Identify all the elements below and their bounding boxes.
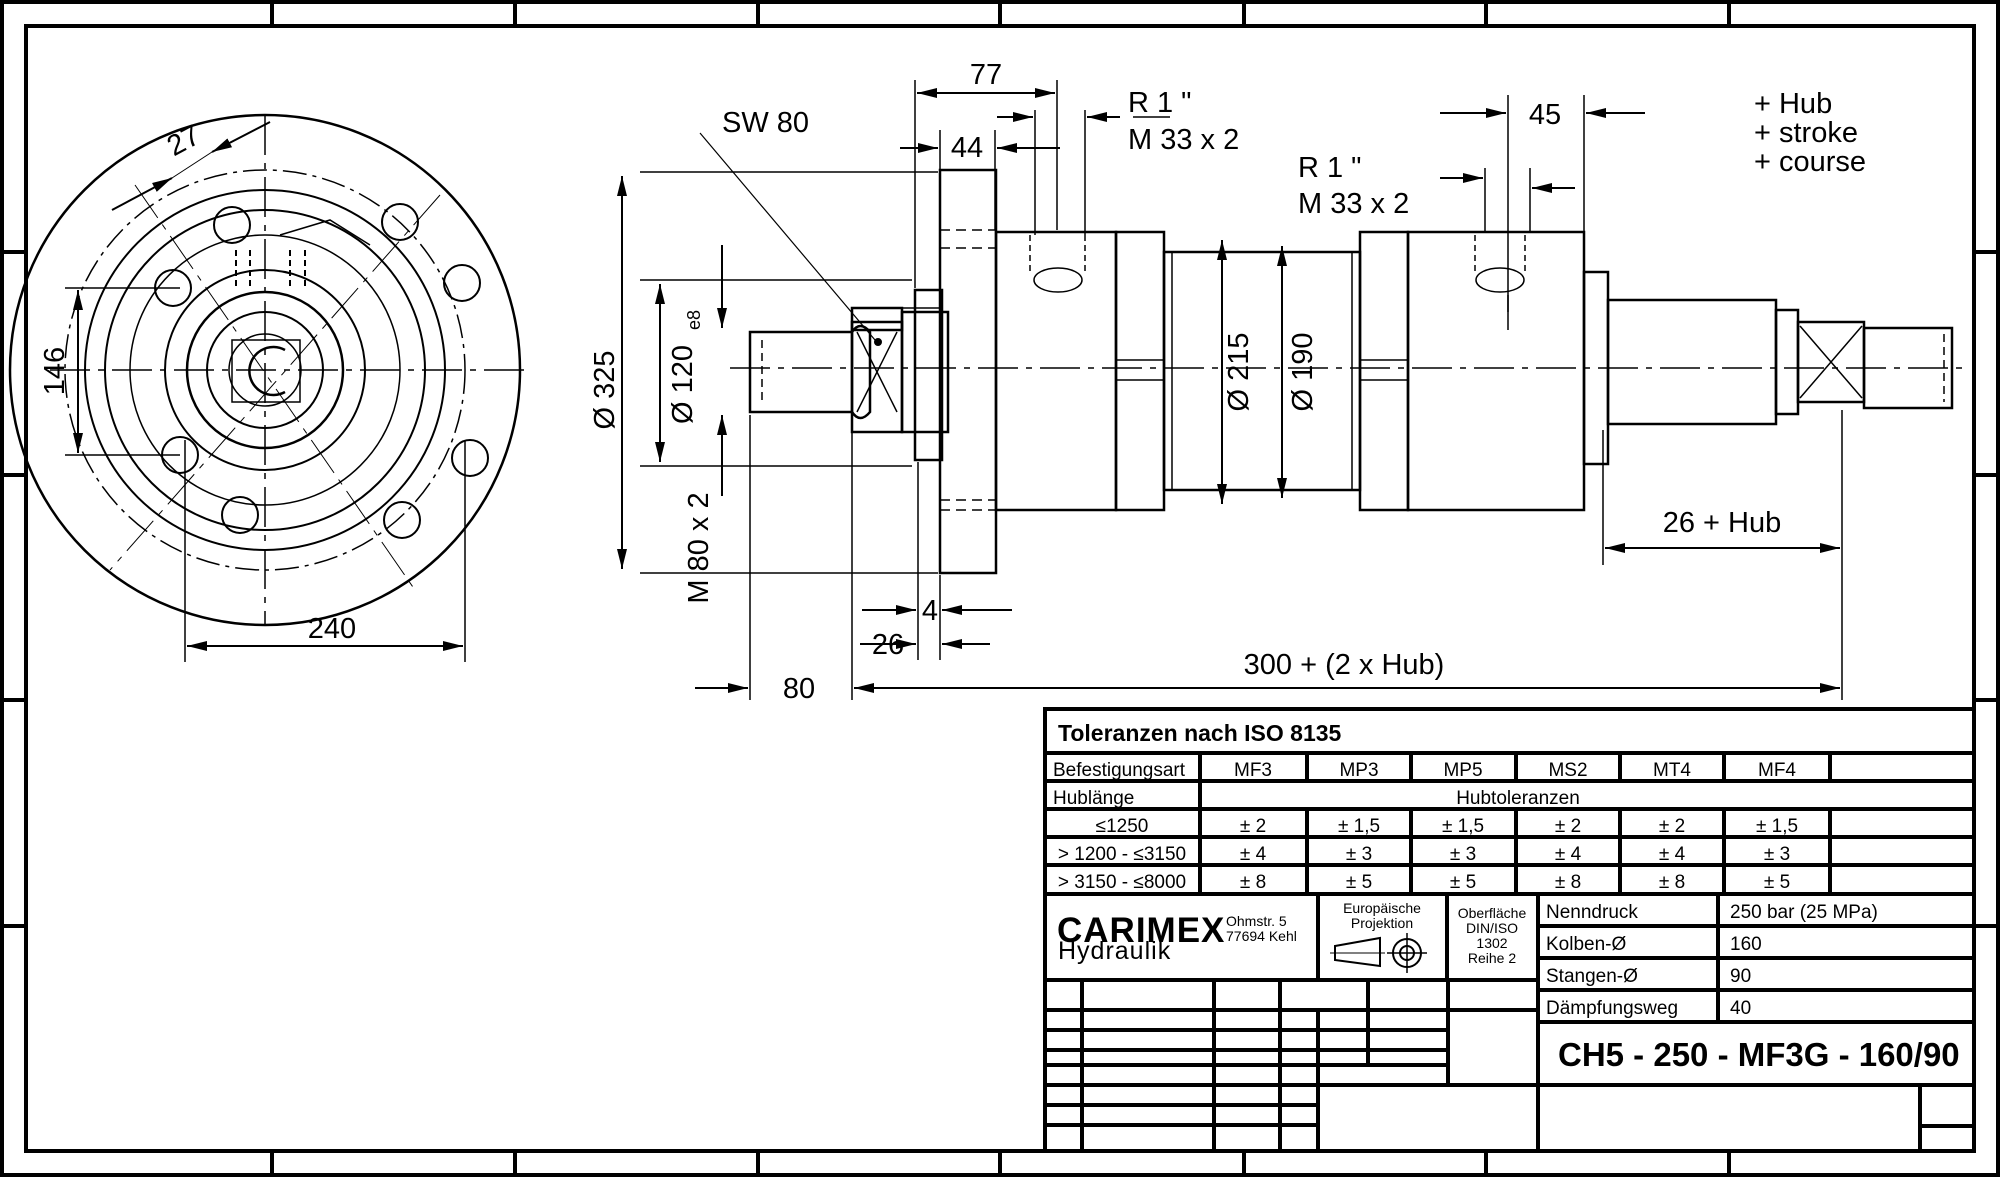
- spec-row: Stangen-Ø 90: [1546, 966, 1751, 987]
- dia-120-tolerance: e8: [684, 310, 704, 330]
- surface-line4: Reihe 2: [1468, 950, 1516, 966]
- tol-cell: ± 4: [1240, 844, 1267, 865]
- tol-cell: ± 5: [1764, 872, 1790, 893]
- title-block-text: Toleranzen nach ISO 8135 Befestigungsart…: [1053, 720, 1960, 1073]
- port-left-line1: R 1 ": [1128, 87, 1191, 119]
- side-view-labels: SW 80 77 44 R 1 " M 33 x 2 R 1 " M 33 x …: [589, 59, 1866, 705]
- mount-type: MF3: [1234, 760, 1272, 781]
- surface-line3: 1302: [1476, 935, 1507, 951]
- spec-label: Dämpfungsweg: [1546, 998, 1678, 1019]
- range-cell: > 1200 - ≤3150: [1058, 844, 1186, 865]
- tol-cell: ± 3: [1450, 844, 1476, 865]
- tol-cell: ± 4: [1659, 844, 1686, 865]
- dim-26-label: 26: [872, 629, 904, 661]
- dia-325-label: Ø 325: [589, 351, 621, 430]
- spec-label: Kolben-Ø: [1546, 934, 1626, 955]
- spec-label: Stangen-Ø: [1546, 966, 1638, 987]
- spec-row: Nenndruck 250 bar (25 MPa): [1546, 902, 1878, 923]
- spec-row: Kolben-Ø 160: [1546, 934, 1762, 955]
- tol-cell: ± 1,5: [1442, 816, 1484, 837]
- side-view: [730, 168, 1970, 575]
- tol-cell: ± 8: [1555, 872, 1581, 893]
- part-code: CH5 - 250 - MF3G - 160/90: [1558, 1036, 1960, 1073]
- dia-215-label: Ø 215: [1223, 333, 1255, 412]
- dim-4-label: 4: [922, 595, 938, 627]
- title-block: [1043, 707, 1976, 1153]
- end-view: [8, 113, 530, 662]
- tol-cell: ± 1,5: [1338, 816, 1380, 837]
- mount-type: MS2: [1548, 760, 1587, 781]
- dim-146-label: 146: [39, 347, 71, 395]
- dim-45-label: 45: [1529, 99, 1561, 131]
- thread-label: M 80 x 2: [683, 492, 715, 603]
- tol-cell: ± 2: [1240, 816, 1266, 837]
- dim-300-label: 300 + (2 x Hub): [1244, 649, 1445, 681]
- spec-value: 40: [1730, 998, 1751, 1019]
- port-right-line1: R 1 ": [1298, 152, 1361, 184]
- dim-27-label: 27: [162, 119, 206, 162]
- tol-cell: ± 5: [1346, 872, 1372, 893]
- tol-cell: ± 2: [1555, 816, 1581, 837]
- port-left-line2: M 33 x 2: [1128, 124, 1239, 156]
- tolerance-row: > 1200 - ≤3150 ± 4 ± 3 ± 3 ± 4 ± 4 ± 3: [1058, 844, 1790, 865]
- stroke-note-1: + Hub: [1754, 88, 1832, 120]
- tol-cell: ± 1,5: [1756, 816, 1798, 837]
- address-line2: 77694 Kehl: [1226, 928, 1297, 944]
- company-logo: CARIMEX: [1057, 911, 1225, 950]
- stroke-note-3: + course: [1754, 146, 1866, 178]
- range-cell: ≤1250: [1096, 816, 1149, 837]
- side-view-dimensions: [617, 80, 1843, 700]
- spec-row: Dämpfungsweg 40: [1546, 998, 1751, 1019]
- dim-80-label: 80: [783, 673, 815, 705]
- stroke-note-2: + stroke: [1754, 117, 1858, 149]
- dim-44-label: 44: [951, 132, 983, 164]
- spec-value: 160: [1730, 934, 1762, 955]
- address-line1: Ohmstr. 5: [1226, 913, 1287, 929]
- mount-label: Befestigungsart: [1053, 760, 1186, 781]
- dim-77-label: 77: [970, 59, 1002, 91]
- stroke-label: Hublänge: [1053, 788, 1134, 809]
- tol-cell: ± 3: [1764, 844, 1790, 865]
- tol-cell: ± 4: [1555, 844, 1582, 865]
- port-right-line2: M 33 x 2: [1298, 188, 1409, 220]
- stroke-tol-label: Hubtoleranzen: [1456, 788, 1580, 809]
- tol-cell: ± 5: [1450, 872, 1476, 893]
- spec-label: Nenndruck: [1546, 902, 1638, 923]
- tolerance-row: > 3150 - ≤8000 ± 8 ± 5 ± 5 ± 8 ± 8 ± 5: [1058, 872, 1790, 893]
- dia-120-group: Ø 120 e8: [667, 310, 704, 424]
- spec-value: 250 bar (25 MPa): [1730, 902, 1878, 923]
- mount-type: MT4: [1653, 760, 1691, 781]
- projection-symbol-icon: [1330, 933, 1427, 973]
- dia-190-label: Ø 190: [1287, 333, 1319, 412]
- tolerance-title: Toleranzen nach ISO 8135: [1058, 720, 1342, 746]
- dim-240-label: 240: [308, 613, 356, 645]
- surface-line2: DIN/ISO: [1466, 920, 1518, 936]
- dim-26hub-label: 26 + Hub: [1663, 507, 1782, 539]
- tol-cell: ± 2: [1659, 816, 1685, 837]
- tolerance-row: ≤1250 ± 2 ± 1,5 ± 1,5 ± 2 ± 2 ± 1,5: [1096, 816, 1798, 837]
- mount-type: MF4: [1758, 760, 1796, 781]
- spec-value: 90: [1730, 966, 1751, 987]
- projection-line2: Projektion: [1351, 915, 1413, 931]
- mount-type: MP3: [1339, 760, 1378, 781]
- sw-label: SW 80: [722, 107, 809, 139]
- tol-cell: ± 8: [1240, 872, 1266, 893]
- tol-cell: ± 8: [1659, 872, 1685, 893]
- tol-cell: ± 3: [1346, 844, 1372, 865]
- projection-line1: Europäische: [1343, 900, 1421, 916]
- company-sub: Hydraulik: [1058, 937, 1171, 965]
- surface-line1: Oberfläche: [1458, 905, 1527, 921]
- dia-120-label: Ø 120: [667, 345, 699, 424]
- range-cell: > 3150 - ≤8000: [1058, 872, 1186, 893]
- mount-type: MP5: [1443, 760, 1482, 781]
